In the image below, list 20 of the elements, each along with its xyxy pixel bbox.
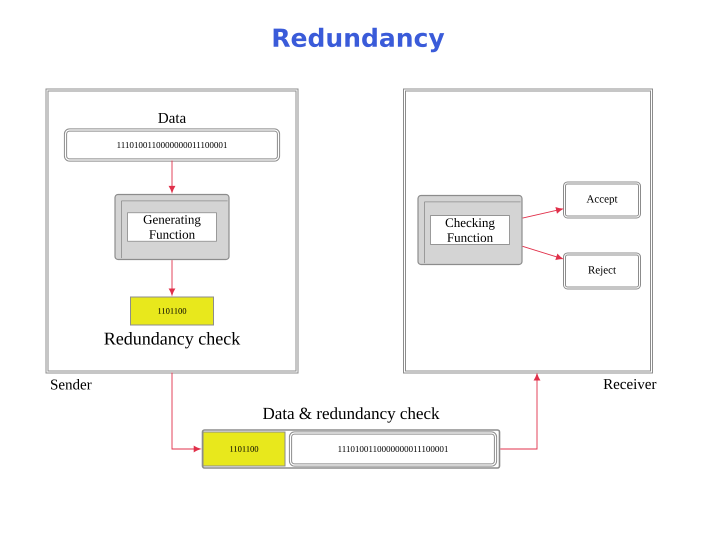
result-box: Accept: [563, 182, 641, 218]
function-box: Generating Function: [114, 194, 230, 260]
result-box: Reject: [563, 252, 641, 290]
arrow: [168, 160, 176, 193]
box-heading: Data: [158, 113, 186, 123]
box-heading: Data & redundancy check: [263, 407, 440, 423]
title: Redundancy: [274, 28, 444, 52]
arrow: [522, 246, 563, 260]
arrow: [500, 374, 540, 450]
arrow: [522, 207, 563, 218]
bit-string-box: 1110100110000000011100001: [64, 128, 280, 162]
box-heading: Sender: [51, 379, 92, 390]
bit-string-box: 1110100110000000011100001: [288, 431, 498, 467]
function-box: Checking Function: [417, 194, 523, 266]
check-bits-box: 1101100: [202, 432, 286, 466]
arrow: [172, 372, 201, 452]
box-heading: Redundancy check: [104, 332, 240, 348]
arrow: [168, 260, 176, 296]
check-bits-box: 1101100: [130, 296, 214, 326]
box-heading: Receiver: [604, 379, 656, 390]
